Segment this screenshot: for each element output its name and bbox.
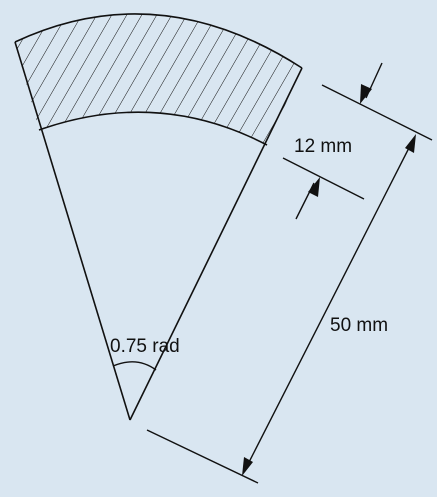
radius-label: 50 mm [330,315,388,336]
ring-width-arrow-top-head [360,84,372,104]
angle-arc [112,361,157,371]
inner-arc [38,111,268,146]
hatched-ring-band [15,13,302,145]
outer-arc [14,13,303,69]
angle-label: 0.75 rad [110,336,180,357]
inner-extension-line [282,157,365,200]
ring-width-arrow-bottom-head [308,177,320,197]
ring-width-label: 12 mm [294,136,352,157]
center-extension-line [146,429,259,484]
radius-arrow-bottom-head [242,457,253,476]
left-radius-line [14,41,131,421]
outer-extension-line [321,84,433,141]
radius-dimension-line [244,139,414,471]
radius-arrow-top-head [405,134,416,153]
right-radius-line [129,67,303,421]
